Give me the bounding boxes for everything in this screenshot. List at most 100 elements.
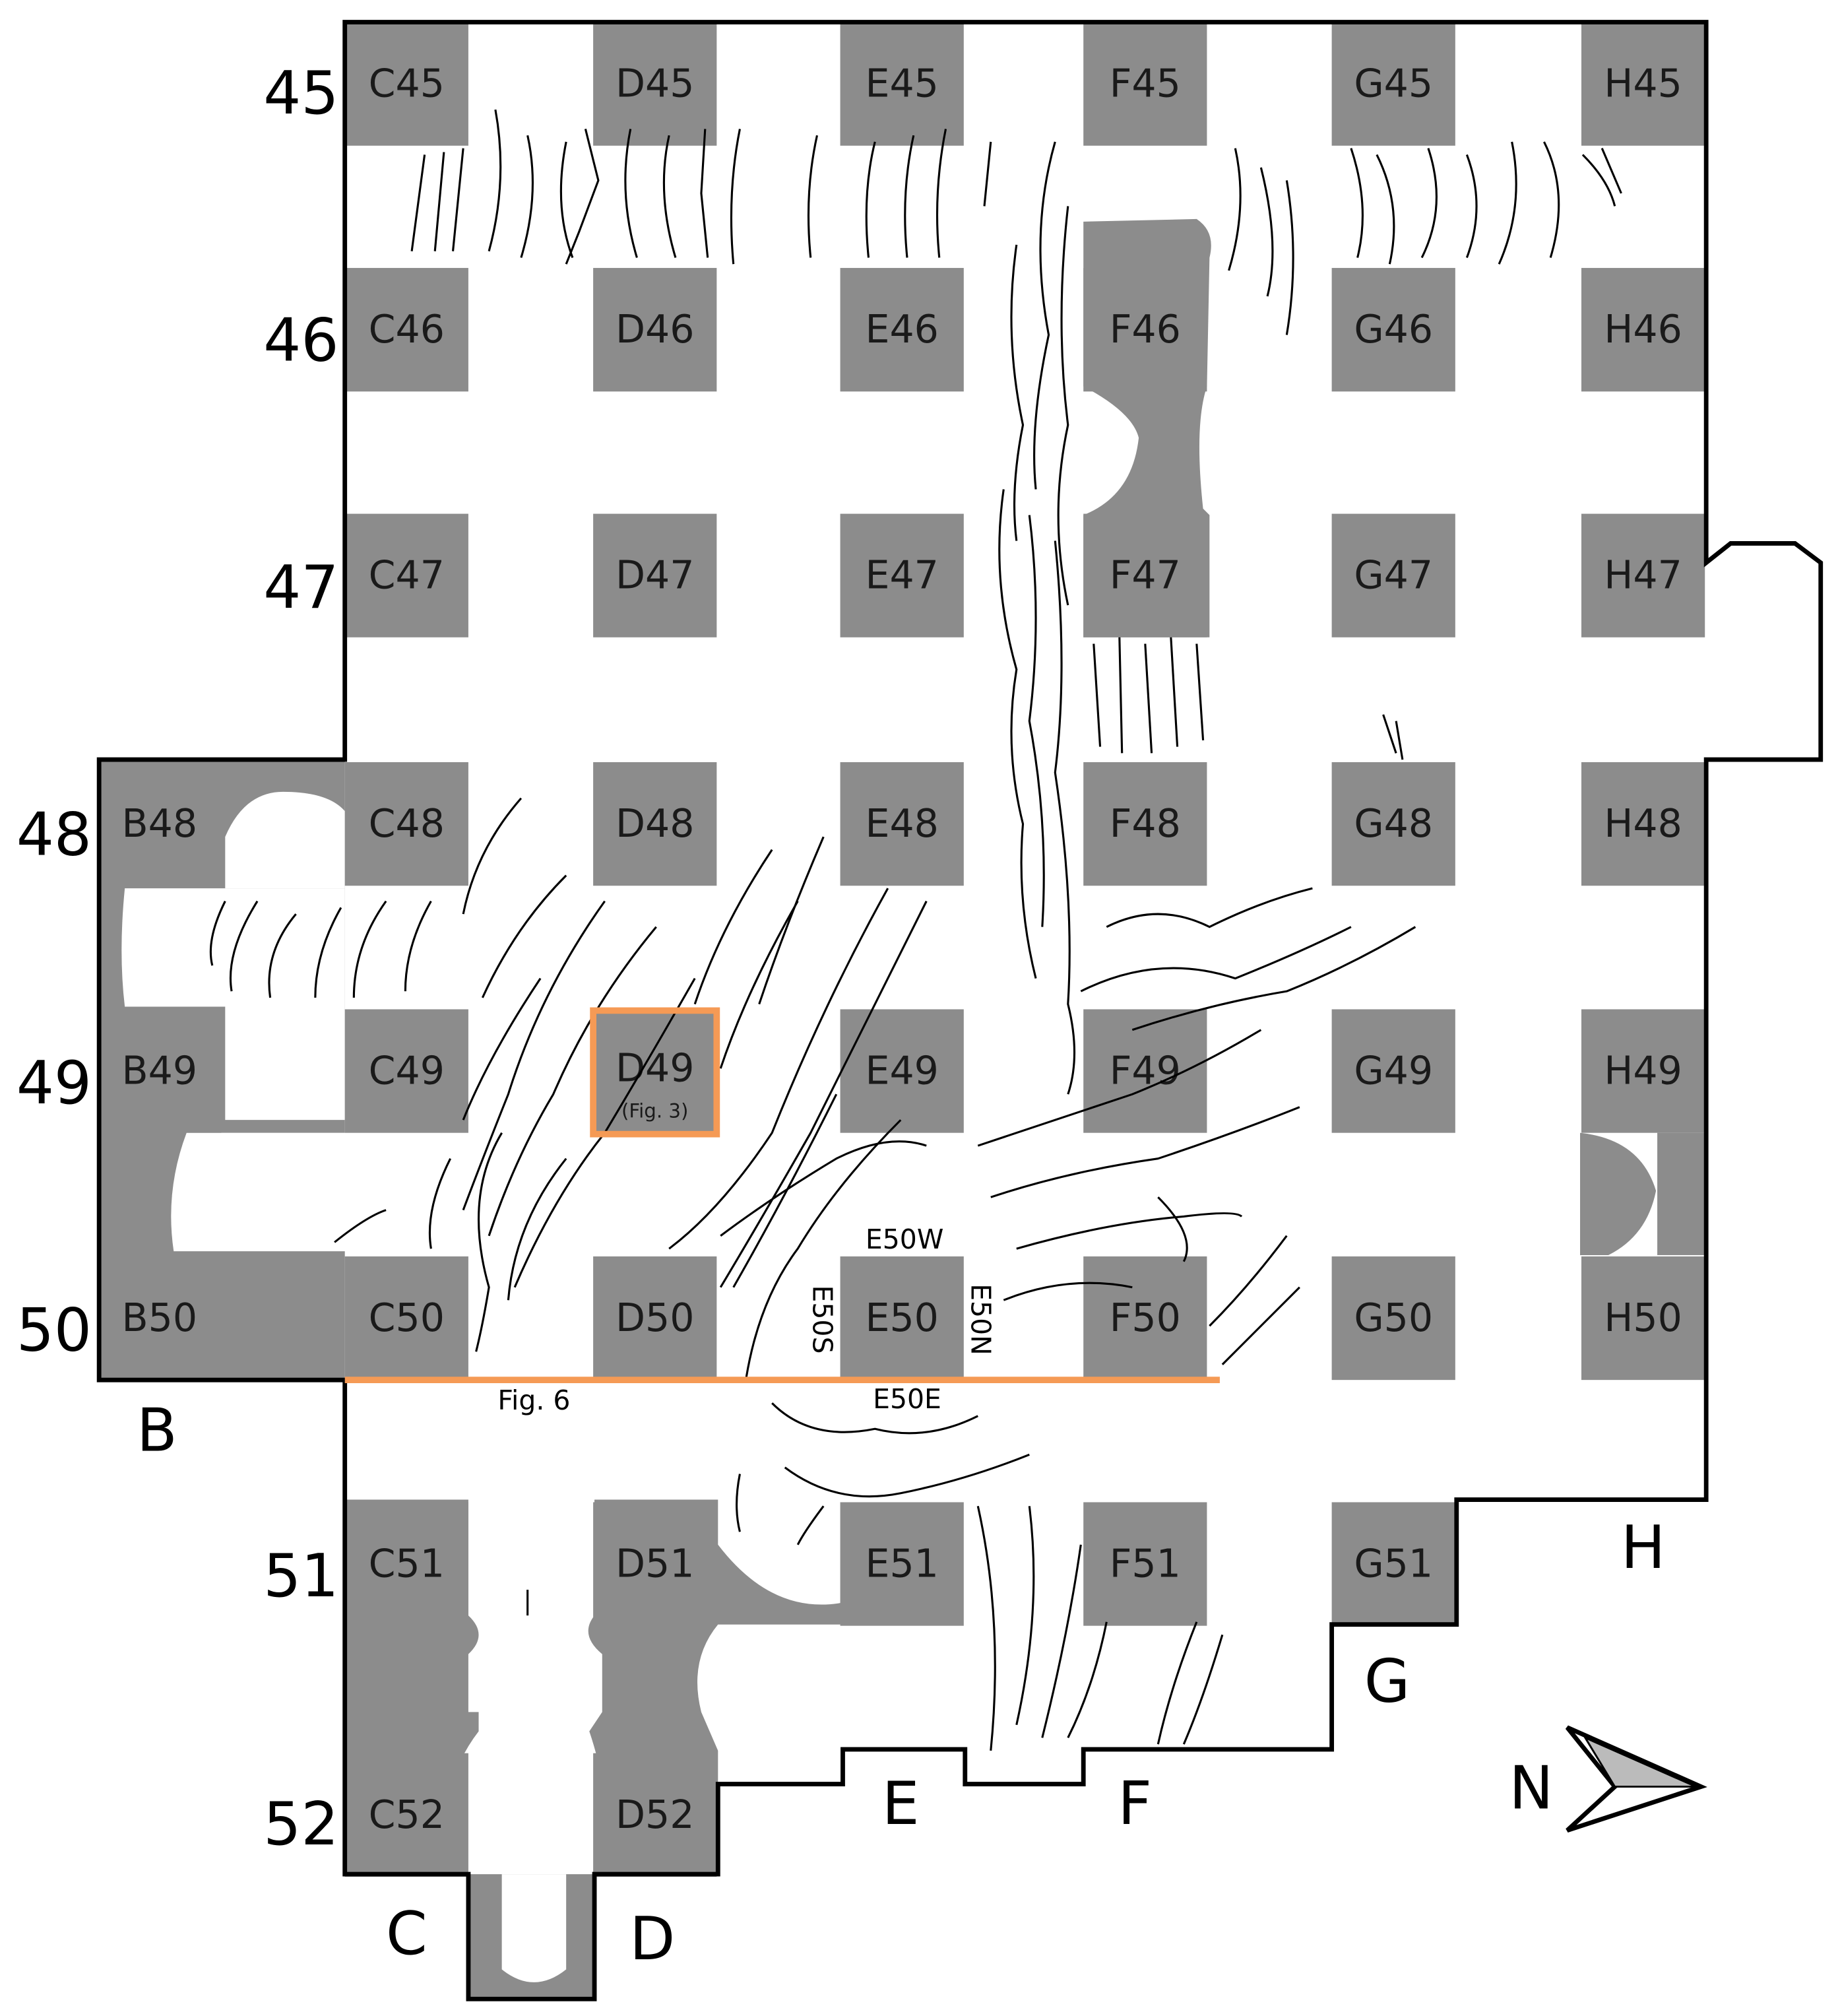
pillar-b49 (98, 1009, 222, 1133)
pillar-g50 (1331, 1256, 1455, 1381)
pillar-e48 (840, 762, 964, 886)
pillar-label-b50: B50 (122, 1295, 198, 1340)
pillar-label-d51: D51 (616, 1542, 695, 1586)
pillar-label-e47: E47 (865, 553, 938, 598)
pillar-d49 (593, 1009, 717, 1133)
pillar-e50 (840, 1256, 964, 1381)
h49-h50-region (1580, 1132, 1657, 1255)
pillar-label-c49: C49 (369, 1049, 445, 1093)
pillar-label-c45: C45 (369, 61, 445, 106)
pillar-label-f49: F49 (1110, 1049, 1181, 1093)
pillar-label-c47: C47 (369, 553, 445, 598)
pillar-h46 (1581, 268, 1705, 392)
pillar-label-h45: H45 (1604, 61, 1682, 106)
pillar-g49 (1331, 1009, 1455, 1133)
fig6-label: Fig. 6 (497, 1384, 570, 1416)
pillar-label-g47: G47 (1354, 553, 1433, 598)
pillar-c45 (344, 22, 468, 146)
pillar-f48 (1083, 762, 1207, 886)
pillar-d47 (593, 513, 717, 637)
pillar-e45 (840, 22, 964, 146)
d49-fig3-highlight[interactable] (590, 1007, 720, 1138)
pillar-label-g49: G49 (1354, 1049, 1433, 1093)
pillar-label-h50: H50 (1604, 1295, 1682, 1340)
e50n-label: E50N (965, 1284, 997, 1355)
row-label-50: 50 (16, 1296, 92, 1365)
pillar-label-c46: C46 (369, 307, 445, 352)
pillar-c48 (344, 762, 468, 886)
pillar-label-g48: G48 (1354, 801, 1433, 846)
pillar-b50 (98, 1256, 222, 1381)
north-arrow: N (1509, 1725, 1707, 1833)
pillar-f45 (1083, 22, 1207, 146)
column-label-e: E (882, 1770, 920, 1838)
column-label-d: D (629, 1905, 675, 1974)
pillar-h49 (1581, 1009, 1705, 1133)
pillar-h45 (1581, 22, 1705, 146)
labels: (Fig. 3) Fig. 6 E50W E50E E50S E50N 45 4… (16, 59, 1665, 1974)
pillar-d46 (593, 268, 717, 392)
pillar-h48 (1581, 762, 1705, 886)
pillar-c47 (344, 513, 468, 637)
pillar-d48 (593, 762, 717, 886)
pillar-label-g45: G45 (1354, 61, 1433, 106)
pillar-label-d48: D48 (616, 801, 695, 846)
row-label-49: 49 (16, 1049, 92, 1118)
pillar-e46 (840, 268, 964, 392)
pillar-label-c50: C50 (369, 1295, 445, 1340)
pillar-label-d45: D45 (616, 61, 695, 106)
pillar-label-h46: H46 (1604, 307, 1682, 352)
pillar-g47 (1331, 513, 1455, 637)
compass-n-label: N (1509, 1755, 1553, 1823)
north-arrow-shading (1583, 1736, 1697, 1788)
bottom-adit-slot (501, 1874, 567, 1982)
pillar-label-h47: H47 (1604, 553, 1682, 598)
pillar-label-e46: E46 (865, 307, 938, 352)
column-label-g: G (1364, 1648, 1411, 1716)
e50w-label: E50W (866, 1223, 943, 1255)
mine-boundary (96, 20, 1824, 2001)
pillar-label-d52: D52 (616, 1792, 695, 1837)
row-label-51: 51 (263, 1542, 338, 1611)
pillar-label-e51: E51 (865, 1542, 938, 1586)
pillar-d51 (593, 1502, 717, 1626)
pillar-g46 (1331, 268, 1455, 392)
column-label-h: H (1621, 1514, 1665, 1582)
row-label-47: 47 (263, 554, 338, 622)
pillar-g51 (1331, 1502, 1455, 1626)
pillar-label-b49: B49 (122, 1049, 198, 1093)
pillar-e49 (840, 1009, 964, 1133)
column-label-c: C (386, 1900, 428, 1968)
pillar-d45 (593, 22, 717, 146)
row-label-46: 46 (263, 306, 338, 375)
pillar-e47 (840, 513, 964, 637)
pillar-h47 (1581, 513, 1705, 637)
pillar-label-d46: D46 (616, 307, 695, 352)
pillar-f47 (1083, 513, 1207, 637)
e50s-label: E50S (807, 1285, 839, 1354)
pillar-label-f47: F47 (1110, 553, 1181, 598)
pillar-g45 (1331, 22, 1455, 146)
pillar-g48 (1331, 762, 1455, 886)
b49-opening (225, 1006, 345, 1121)
pillar-label-d50: D50 (616, 1295, 695, 1340)
pillar-label-e48: E48 (865, 801, 938, 846)
pillar-label-f51: F51 (1110, 1542, 1181, 1586)
fracture-traces (209, 109, 1622, 1751)
column-label-b: B (137, 1396, 177, 1465)
pillar-label-f50: F50 (1110, 1295, 1181, 1340)
pillar-label-e50: E50 (865, 1295, 938, 1340)
pillar-f50 (1083, 1256, 1207, 1381)
h49-h50-fill (1657, 1132, 1707, 1255)
pillar-label-h49: H49 (1604, 1049, 1682, 1093)
pillar-h50 (1581, 1256, 1705, 1381)
pillar-d50 (593, 1256, 717, 1381)
row-label-48: 48 (16, 800, 92, 869)
d49-fig3-note: (Fig. 3) (621, 1099, 688, 1122)
pillar-c51 (344, 1502, 468, 1626)
pillar-label-g50: G50 (1354, 1295, 1433, 1340)
row-label-52: 52 (263, 1790, 338, 1859)
pillar-label-g46: G46 (1354, 307, 1433, 352)
